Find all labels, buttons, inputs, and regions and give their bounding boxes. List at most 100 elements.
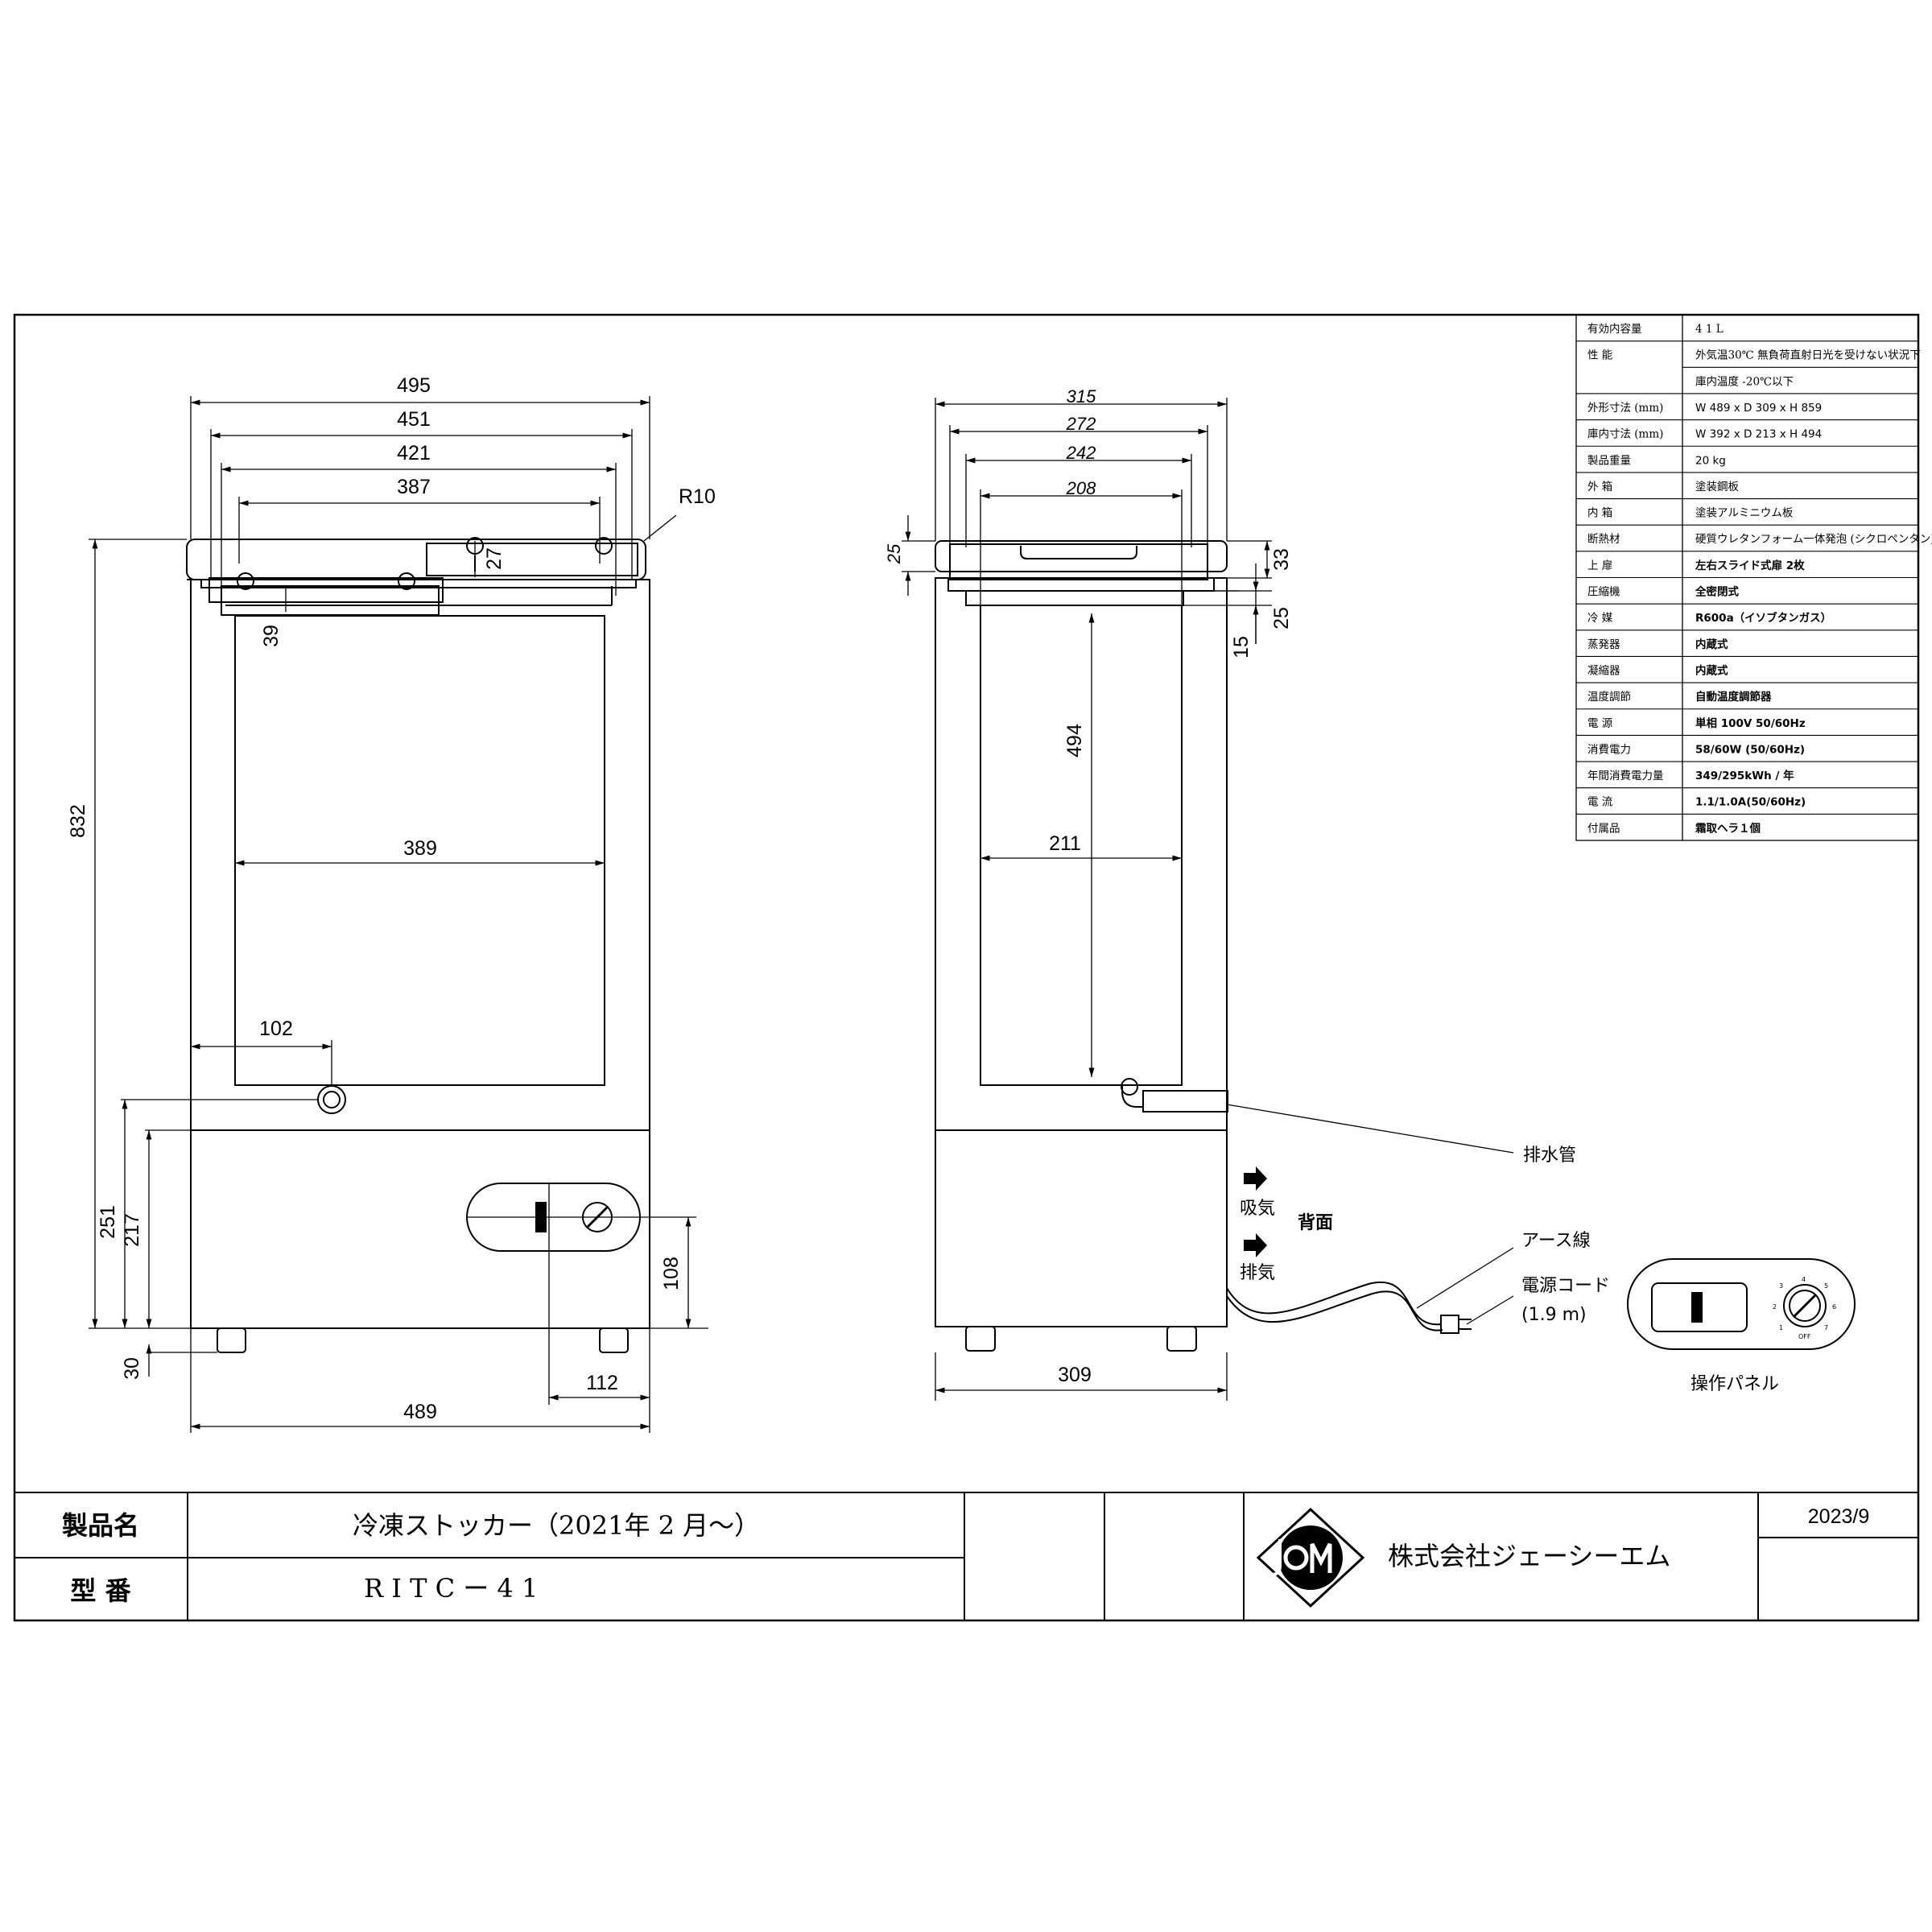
- spec-label: 圧縮機: [1587, 586, 1620, 599]
- spec-label: 付属品: [1587, 822, 1620, 835]
- title-block-texts: 製品名 冷凍ストッカー（2021年 2 月～） 型 番 R I T C ー 4 …: [62, 1505, 1869, 1606]
- dim-112: 112: [586, 1372, 618, 1394]
- spec-value: 20 kg: [1695, 454, 1726, 467]
- side-labels: 排水管 吸気 排気 背面 アース線 電源コード (1.9 m): [1240, 1146, 1610, 1325]
- svg-text:7: 7: [1824, 1324, 1828, 1331]
- spec-value: W 489 x D 309 x H 859: [1695, 402, 1822, 415]
- power-cord-length: (1.9 m): [1521, 1305, 1587, 1325]
- company-name: 株式会社ジェーシーエム: [1388, 1541, 1670, 1571]
- front-dimension-texts: 495 451 421 387 R10 27 39 832 389 102 25…: [67, 374, 716, 1423]
- product-name-label: 製品名: [62, 1510, 139, 1541]
- product-name-value: 冷凍ストッカー（2021年 2 月～）: [353, 1510, 760, 1541]
- spec-value: 全密閉式: [1695, 585, 1740, 599]
- svg-text:OFF: OFF: [1798, 1333, 1811, 1340]
- spec-label: 電 流: [1587, 796, 1613, 809]
- spec-label: 消費電力: [1587, 743, 1631, 756]
- drain-pipe-label: 排水管: [1523, 1146, 1576, 1166]
- spec-label: 電 源: [1587, 717, 1613, 730]
- drawing-date: 2023/9: [1808, 1505, 1869, 1528]
- control-panel-label: 操作パネル: [1690, 1374, 1779, 1394]
- earth-wire-label: アース線: [1521, 1231, 1591, 1251]
- spec-label: 製品重量: [1587, 454, 1631, 467]
- dim-108: 108: [660, 1257, 683, 1290]
- intake-label: 吸気: [1240, 1199, 1275, 1219]
- side-dimension-texts: 315 272 242 208 25 33 25 15 494 211 309: [884, 386, 1293, 1386]
- spec-value: 外気温30℃ 無負荷直射日光を受けない状況下: [1695, 349, 1921, 362]
- side-view: [935, 540, 1472, 1352]
- dim-389: 389: [403, 837, 437, 860]
- company-logo: [1256, 1507, 1365, 1608]
- dim-421: 421: [397, 442, 431, 464]
- spec-label: 凝縮器: [1587, 664, 1620, 677]
- title-block: [14, 1492, 1918, 1620]
- spec-value: 349/295kWh / 年: [1695, 769, 1794, 782]
- spec-value: 自動温度調節器: [1695, 690, 1772, 704]
- spec-value: 単相 100V 50/60Hz: [1695, 716, 1806, 730]
- dim-33: 33: [1270, 548, 1293, 571]
- spec-label: 年間消費電力量: [1587, 770, 1664, 782]
- svg-text:1: 1: [1779, 1324, 1783, 1331]
- sheet-border: [13, 313, 1920, 1622]
- power-cord-label: 電源コード: [1521, 1276, 1610, 1296]
- side-dimension-lines: [902, 398, 1514, 1401]
- dim-211: 211: [1049, 832, 1081, 855]
- control-panel-scale: 4 5 6 7 OFF 1 2 3: [1773, 1276, 1836, 1340]
- dim-495: 495: [397, 374, 431, 397]
- dim-30: 30: [121, 1357, 143, 1380]
- airflow-arrows: [1244, 1166, 1267, 1257]
- svg-text:5: 5: [1824, 1282, 1828, 1290]
- spec-value: 内蔵式: [1695, 638, 1728, 651]
- control-panel-detail: [1627, 1258, 1856, 1350]
- back-label: 背面: [1298, 1213, 1333, 1233]
- dim-451: 451: [397, 408, 431, 431]
- spec-value: 塗装アルミニウム板: [1695, 506, 1794, 520]
- spec-label: 断熱材: [1587, 533, 1620, 546]
- dim-315: 315: [1067, 386, 1096, 407]
- spec-label: 庫内寸法 (mm): [1587, 428, 1663, 441]
- spec-value: 霜取ヘラ１個: [1695, 821, 1761, 835]
- spec-label: 内 箱: [1587, 507, 1612, 520]
- dim-494: 494: [1063, 724, 1086, 758]
- dim-387: 387: [397, 476, 431, 498]
- dim-39: 39: [260, 625, 283, 647]
- svg-text:2: 2: [1773, 1303, 1777, 1311]
- dim-217: 217: [121, 1213, 143, 1247]
- svg-text:3: 3: [1779, 1282, 1783, 1290]
- dim-242: 242: [1066, 443, 1096, 463]
- spec-label: 外形寸法 (mm): [1587, 402, 1663, 415]
- front-dimension-lines: [89, 396, 708, 1433]
- spec-label: 温度調節: [1587, 691, 1631, 704]
- spec-value: 硬質ウレタンフォーム一体発泡 (シクロペンタン): [1695, 533, 1932, 546]
- spec-value: 塗装鋼板: [1695, 480, 1740, 493]
- intake-arrow-icon: [1244, 1166, 1267, 1191]
- dim-25-top: 25: [884, 543, 904, 564]
- spec-label: 上 扉: [1587, 559, 1612, 572]
- dim-15: 15: [1230, 636, 1253, 658]
- spec-label: 性 能: [1587, 349, 1612, 362]
- dim-208: 208: [1066, 478, 1096, 498]
- svg-text:6: 6: [1832, 1303, 1836, 1311]
- exhaust-label: 排気: [1240, 1263, 1275, 1283]
- spec-value: 1.1/1.0A(50/60Hz): [1695, 796, 1806, 809]
- dim-832: 832: [67, 804, 89, 838]
- spec-label: 有効内容量: [1587, 322, 1642, 336]
- spec-label: 冷 媒: [1587, 612, 1613, 625]
- dim-251: 251: [97, 1205, 119, 1239]
- model-label: 型 番: [70, 1575, 131, 1606]
- spec-value: W 392 x D 213 x H 494: [1695, 428, 1822, 441]
- svg-text:4: 4: [1802, 1276, 1806, 1283]
- spec-label: 蒸発器: [1587, 638, 1620, 651]
- spec-value: 庫内温度 -20℃以下: [1695, 375, 1794, 388]
- dim-272: 272: [1066, 414, 1096, 434]
- spec-value: 左右スライド式扉 2枚: [1695, 559, 1805, 572]
- spec-value: 4 1 L: [1695, 323, 1724, 336]
- dim-309: 309: [1058, 1364, 1092, 1386]
- spec-value: R600a（イソブタンガス）: [1695, 611, 1831, 625]
- spec-rows: 有効内容量 4 1 L 性 能 外気温30℃ 無負荷直射日光を受けない状況下庫内温度 …: [1576, 322, 1932, 835]
- exhaust-arrow-icon: [1244, 1233, 1267, 1257]
- dim-r10: R10: [679, 485, 716, 508]
- front-view: [186, 537, 650, 1353]
- spec-value: 58/60W (50/60Hz): [1695, 743, 1805, 756]
- dim-27: 27: [483, 547, 506, 570]
